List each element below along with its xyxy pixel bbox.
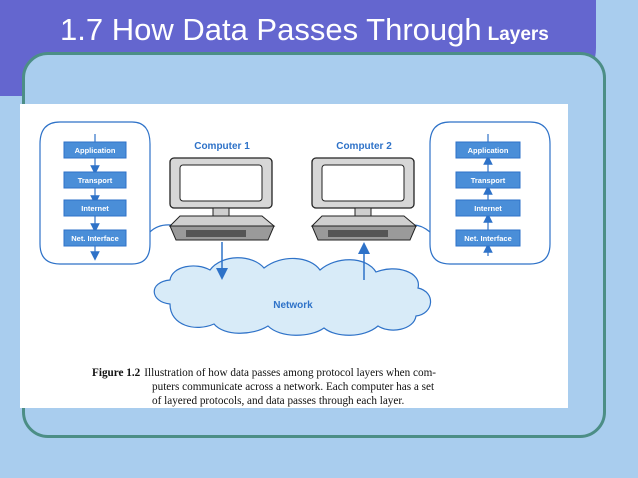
computer2	[310, 157, 418, 241]
slide-title-tail: Layers	[487, 24, 549, 45]
left-layer-net-interface-label: Net. Interface	[71, 234, 119, 243]
network-cloud	[153, 257, 432, 336]
left-layer-net-interface	[63, 229, 127, 247]
right-layer-internet	[455, 199, 521, 217]
computer2-label: Computer 2	[336, 141, 392, 152]
caption-label: Figure 1.2	[92, 367, 141, 379]
computer1-stand	[212, 207, 230, 217]
right-layer-transport	[455, 171, 521, 189]
left-layer-transport-label: Transport	[78, 176, 113, 185]
computer1-base	[168, 215, 276, 227]
right-layer-net-interface-label: Net. Interface	[464, 234, 512, 243]
computer1-keys	[186, 230, 246, 237]
slide-title-main: 1.7 How Data Passes Through	[60, 12, 482, 47]
network-label: Network	[273, 300, 313, 311]
caption-line-3: of layered protocols, and data passes th…	[152, 395, 405, 407]
left-layer-application-label: Application	[75, 146, 116, 155]
left-layer-application	[63, 141, 127, 159]
computer1-label: Computer 1	[194, 141, 250, 152]
right-layer-transport-label: Transport	[471, 176, 506, 185]
caption-line-1: Illustration of how data passes among pr…	[144, 367, 437, 379]
computer2-keys	[328, 230, 388, 237]
right-layer-application	[455, 141, 521, 159]
caption-line-2: puters communicate across a network. Eac…	[152, 381, 435, 393]
right-stack-outline	[429, 121, 551, 265]
left-layer-internet	[63, 199, 127, 217]
left-layer-transport	[63, 171, 127, 189]
computer2-stand	[354, 207, 372, 217]
right-layer-internet-label: Internet	[474, 204, 502, 213]
figure-panel: Application Transport Internet Net. Inte…	[20, 104, 568, 408]
computer2-screen	[321, 164, 405, 202]
right-stack: Application Transport Internet Net. Inte…	[455, 134, 521, 256]
right-layer-net-interface	[455, 229, 521, 247]
left-stack: Application Transport Internet Net. Inte…	[63, 134, 127, 261]
computer2-base	[310, 215, 418, 227]
protocol-diagram: Application Transport Internet Net. Inte…	[39, 121, 551, 336]
right-layer-application-label: Application	[468, 146, 509, 155]
left-stack-outline	[39, 121, 151, 265]
computer1-screen	[179, 164, 263, 202]
left-layer-internet-label: Internet	[81, 204, 109, 213]
computer1	[168, 157, 276, 241]
